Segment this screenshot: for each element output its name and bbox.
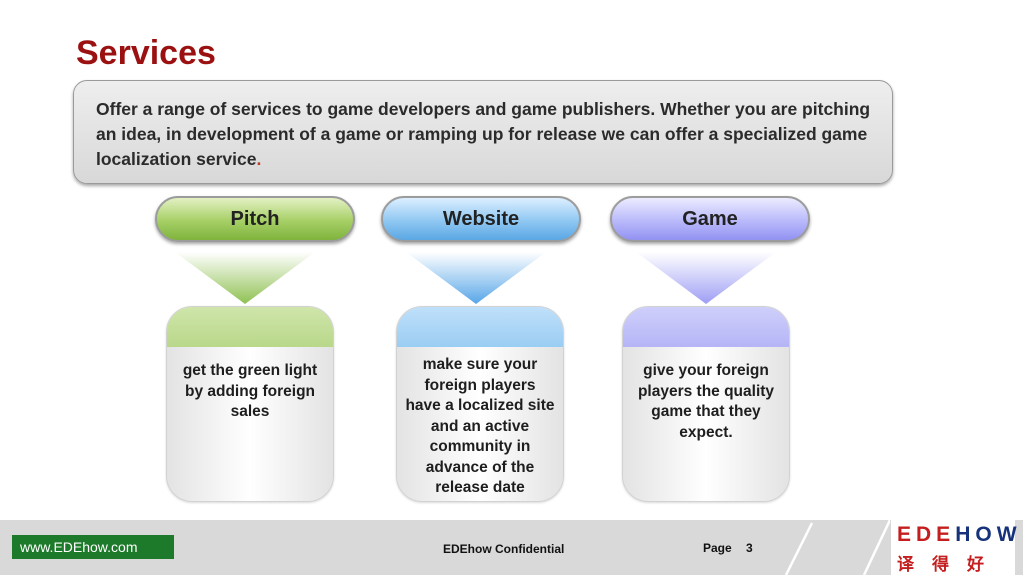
website-description: make sure your foreign players have a lo… (405, 356, 555, 496)
logo-wordmark: EDEHOW (897, 523, 1022, 546)
intro-text: Offer a range of services to game develo… (96, 97, 876, 172)
pitch-funnel-arrow (175, 252, 315, 304)
pitch-card-band (167, 307, 333, 347)
website-button[interactable]: Website (381, 196, 581, 242)
game-description: give your foreign players the quality ga… (637, 362, 775, 441)
intro-text-period: . (256, 149, 262, 169)
pitch-card: get the green light by adding foreign sa… (166, 306, 334, 502)
website-link[interactable]: www.EDEhow.com (12, 535, 174, 559)
footer-divider-lines (784, 520, 890, 575)
website-card: make sure your foreign players have a lo… (396, 306, 564, 502)
intro-box: Offer a range of services to game develo… (73, 80, 893, 184)
page-number: 3 (746, 541, 753, 555)
game-button[interactable]: Game (610, 196, 810, 242)
game-card-band (623, 307, 789, 347)
page-label: Page (703, 541, 732, 555)
edehow-logo: EDEHOW 译得好 (891, 520, 1016, 575)
logo-chinese: 译得好 (897, 555, 1002, 574)
game-card: give your foreign players the quality ga… (622, 306, 790, 502)
pitch-description: get the green light by adding foreign sa… (182, 362, 318, 420)
intro-text-body: Offer a range of services to game develo… (96, 99, 871, 169)
confidential-label: EDEhow Confidential (443, 542, 565, 556)
pitch-button[interactable]: Pitch (155, 196, 355, 242)
page-title: Services (76, 34, 216, 72)
website-card-band (397, 307, 563, 347)
website-funnel-arrow (406, 252, 546, 304)
game-funnel-arrow (636, 252, 776, 304)
